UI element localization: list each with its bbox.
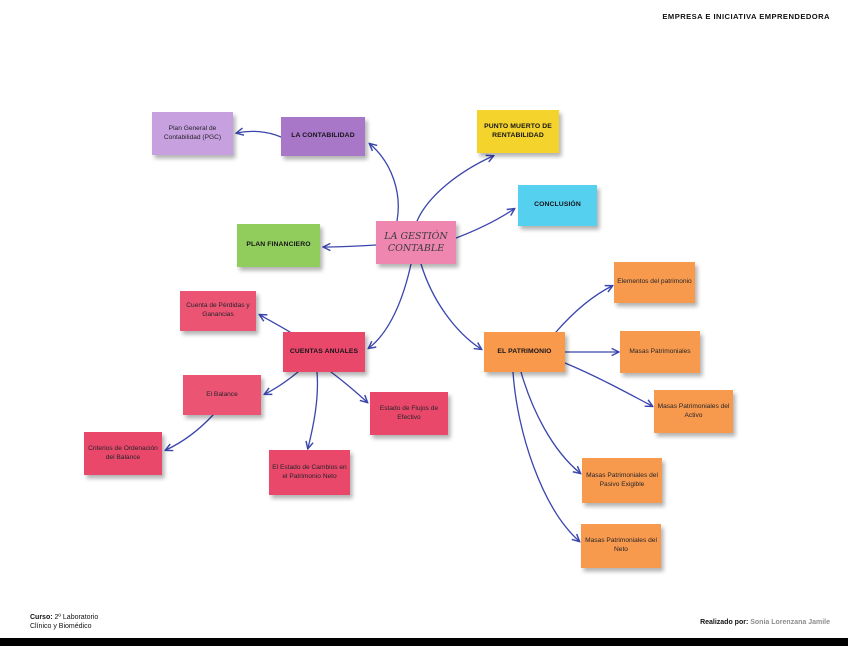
arrow-center-to-cuentas-anuales xyxy=(369,263,412,348)
node-masas-patrimoniales: Masas Patrimoniales xyxy=(620,331,700,373)
node-cuenta-perdidas-ganancias: Cuenta de Pérdidas y Ganancias xyxy=(180,291,256,331)
node-label: Masas Patrimoniales del Neto xyxy=(585,537,657,553)
node-label: PUNTO MUERTO DE RENTABILIDAD xyxy=(484,122,552,139)
arrow-center-to-punto-muerto xyxy=(416,156,493,222)
arrow-center-to-contabilidad xyxy=(370,144,399,222)
node-label: Elementos del patrimonio xyxy=(617,278,692,286)
arrow-center-to-patrimonio xyxy=(420,263,481,349)
node-la-contabilidad: LA CONTABILIDAD xyxy=(281,117,365,156)
node-label: Cuenta de Pérdidas y Ganancias xyxy=(186,302,250,318)
bottom-bar xyxy=(0,638,848,646)
arrow-center-to-conclusion xyxy=(455,209,514,239)
node-criterios-ordenacion-balance: Criterios de Ordenación del Balance xyxy=(84,432,162,475)
course-note: Curso: 2º Laboratorio Clínico y Biomédic… xyxy=(30,613,98,632)
arrow-cuentas-to-cambios xyxy=(308,371,319,448)
node-conclusion: CONCLUSIÓN xyxy=(518,185,597,226)
node-punto-muerto: PUNTO MUERTO DE RENTABILIDAD xyxy=(477,110,559,153)
node-masas-patrimoniales-neto: Masas Patrimoniales del Neto xyxy=(581,524,661,568)
node-plan-financiero: PLAN FINANCIERO xyxy=(237,224,320,267)
arrow-cuentas-to-balance xyxy=(265,371,299,394)
node-label: CUENTAS ANUALES xyxy=(289,347,359,355)
node-plan-general-contabilidad: Plan General de Contabilidad (PGC) xyxy=(152,112,233,155)
credit-label: Realizado por: xyxy=(700,619,749,626)
node-label: Masas Patrimoniales xyxy=(629,347,691,355)
node-masas-patrimoniales-pasivo-exigible: Masas Patrimoniales del Pasivo Exigible xyxy=(582,458,662,503)
node-label: EL PATRIMONIO xyxy=(497,347,552,355)
arrow-center-to-plan-financiero xyxy=(324,245,377,247)
node-label: LA GESTIÓN CONTABLE xyxy=(384,230,448,254)
node-label: CONCLUSIÓN xyxy=(534,201,581,209)
node-masas-patrimoniales-activo: Masas Patrimoniales del Activo xyxy=(654,390,733,433)
node-label: Masas Patrimoniales del Activo xyxy=(657,402,730,419)
node-el-patrimonio: EL PATRIMONIO xyxy=(484,332,565,372)
node-label: PLAN FINANCIERO xyxy=(246,241,311,249)
node-label: LA CONTABILIDAD xyxy=(291,132,355,140)
arrow-balance-to-criterios xyxy=(166,414,214,450)
arrow-patrimonio-to-masas-neto xyxy=(512,371,579,541)
arrow-cuentas-to-cuenta-perdidas xyxy=(260,315,291,333)
page-title: EMPRESA E INICIATIVA EMPRENDEDORA xyxy=(662,12,830,21)
node-label: El Estado de Cambios en el Patrimonio Ne… xyxy=(272,463,347,480)
arrow-contabilidad-to-pgc xyxy=(237,131,282,138)
node-label: Plan General de Contabilidad (PGC) xyxy=(163,124,222,141)
node-label: Masas Patrimoniales del Pasivo Exigible xyxy=(586,471,658,488)
node-estado-flujos-efectivo: Estado de Flujos de Efectivo xyxy=(370,392,448,435)
node-label: Estado de Flujos de Efectivo xyxy=(379,404,439,421)
arrow-patrimonio-to-masas-pasivo xyxy=(520,371,580,473)
node-label: Criterios de Ordenación del Balance xyxy=(88,444,158,461)
arrow-patrimonio-to-elementos xyxy=(555,286,612,333)
node-label: El Balance xyxy=(206,390,238,398)
node-cuentas-anuales: CUENTAS ANUALES xyxy=(283,332,365,372)
course-line2: Clínico y Biomédico xyxy=(30,623,92,631)
credit-note: Realizado por: Sonia Lorenzana Jamile xyxy=(700,619,830,626)
node-la-gestion-contable: LA GESTIÓN CONTABLE xyxy=(376,221,456,264)
course-line1: 2º Laboratorio xyxy=(52,614,99,621)
node-elementos-patrimonio: Elementos del patrimonio xyxy=(614,262,695,303)
node-el-balance: El Balance xyxy=(183,375,261,415)
course-label: Curso: xyxy=(30,614,53,621)
credit-name: Sonia Lorenzana Jamile xyxy=(748,619,830,626)
node-estado-cambios-patrimonio-neto: El Estado de Cambios en el Patrimonio Ne… xyxy=(269,450,350,495)
arrow-cuentas-to-flujos xyxy=(330,371,367,402)
